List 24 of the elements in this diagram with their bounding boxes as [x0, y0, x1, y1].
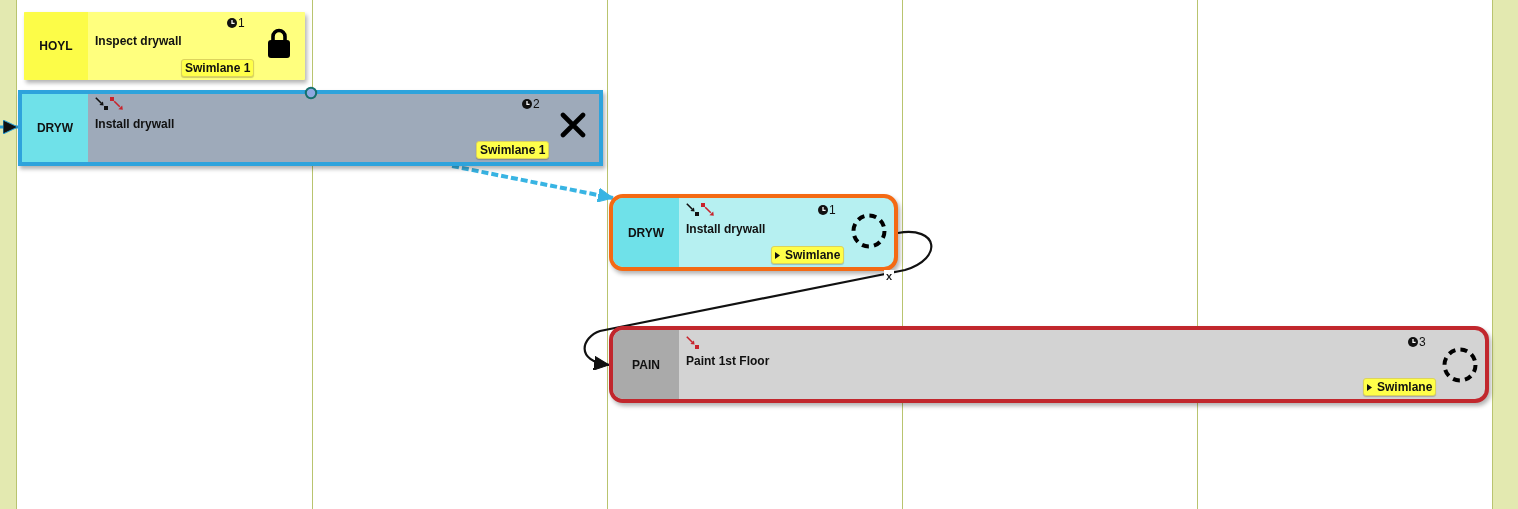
- swimlane-tag: Swimlane 1: [476, 141, 550, 159]
- edge-label: x: [884, 270, 895, 282]
- swimlane-tag: Swimlane: [771, 246, 845, 264]
- swimlane-tag: Swimlane: [1363, 378, 1437, 396]
- task-card: [609, 194, 898, 271]
- dependency-arrow: [583, 230, 933, 370]
- task-title: Install drywall: [95, 117, 175, 131]
- duration-value: 2: [533, 97, 540, 111]
- task-card: [18, 90, 603, 166]
- duration-value: 3: [1419, 335, 1426, 349]
- task-code: HOYL: [24, 12, 88, 80]
- task-card: [609, 326, 1489, 403]
- task-code: DRYW: [22, 94, 88, 162]
- dependency-arrow: [451, 164, 614, 203]
- duration-value: 1: [829, 203, 836, 217]
- dependency-arrow: [0, 119, 19, 135]
- task-code: DRYW: [613, 198, 679, 267]
- swimlane-tag: Swimlane 1: [181, 59, 255, 77]
- task-title: Paint 1st Floor: [686, 354, 770, 368]
- task-title: Install drywall: [686, 222, 766, 236]
- task-card: [24, 12, 305, 80]
- task-title: Inspect drywall: [95, 34, 182, 48]
- duration-value: 1: [238, 16, 245, 30]
- task-code: PAIN: [613, 330, 679, 399]
